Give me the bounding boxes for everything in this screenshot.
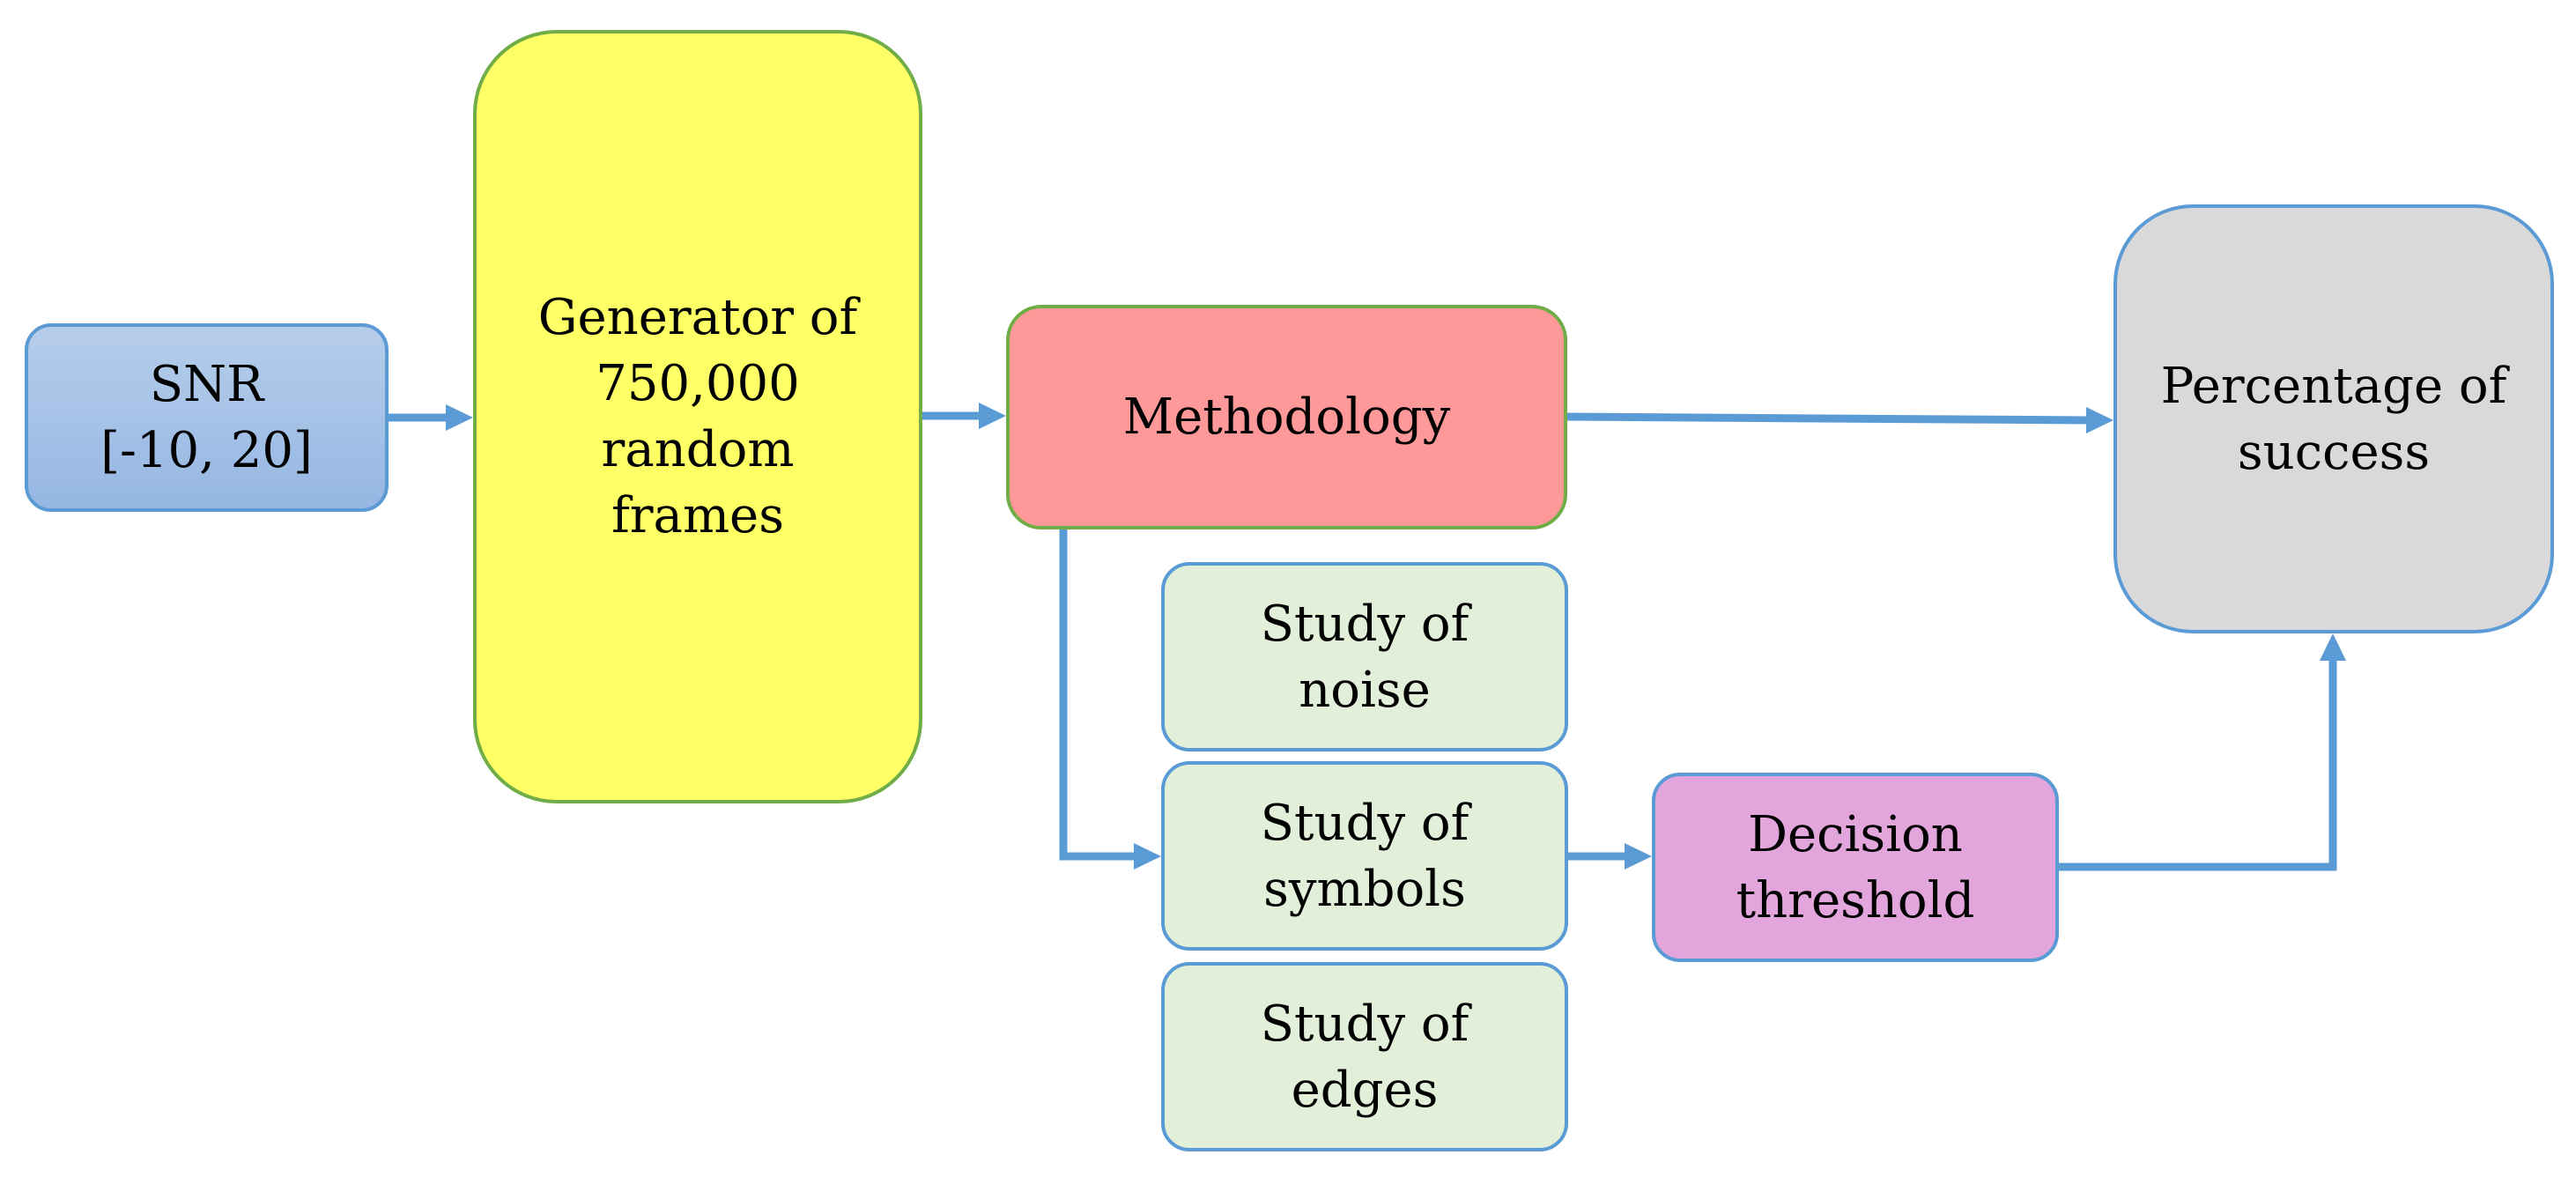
- arrowhead-methodology: [979, 403, 1006, 429]
- generator-box: Generator of 750,000 random frames: [473, 30, 922, 803]
- generator-label: Generator of 750,000 random frames: [537, 289, 858, 544]
- arrowhead-percentage: [2086, 407, 2113, 433]
- methodology-box: Methodology: [1006, 305, 1567, 529]
- study-noise-label: Study of noise: [1260, 595, 1469, 719]
- arrowhead-symbols: [1134, 843, 1161, 870]
- decision-threshold-box: Decision threshold: [1652, 773, 2059, 962]
- decision-threshold-label: Decision threshold: [1736, 805, 1975, 929]
- study-symbols-box: Study of symbols: [1161, 761, 1568, 951]
- arrow-methodology-to-percentage: [1566, 412, 2091, 425]
- methodology-label: Methodology: [1122, 389, 1451, 446]
- study-symbols-label: Study of symbols: [1260, 794, 1469, 918]
- snr-box: SNR [-10, 20]: [25, 323, 389, 512]
- percentage-box: Percentage of success: [2113, 204, 2554, 633]
- arrowhead-percentage-bottom: [2320, 633, 2346, 661]
- arrow-decision-to-percentage: [2059, 657, 2337, 871]
- snr-label: SNR [-10, 20]: [100, 356, 313, 479]
- study-edges-label: Study of edges: [1260, 995, 1469, 1119]
- study-noise-box: Study of noise: [1161, 562, 1568, 751]
- study-edges-box: Study of edges: [1161, 962, 1568, 1151]
- arrowhead-generator: [446, 404, 473, 431]
- arrow-methodology-to-symbols: [1059, 529, 1137, 861]
- arrowhead-decision: [1625, 843, 1652, 870]
- percentage-label: Percentage of success: [2160, 357, 2507, 481]
